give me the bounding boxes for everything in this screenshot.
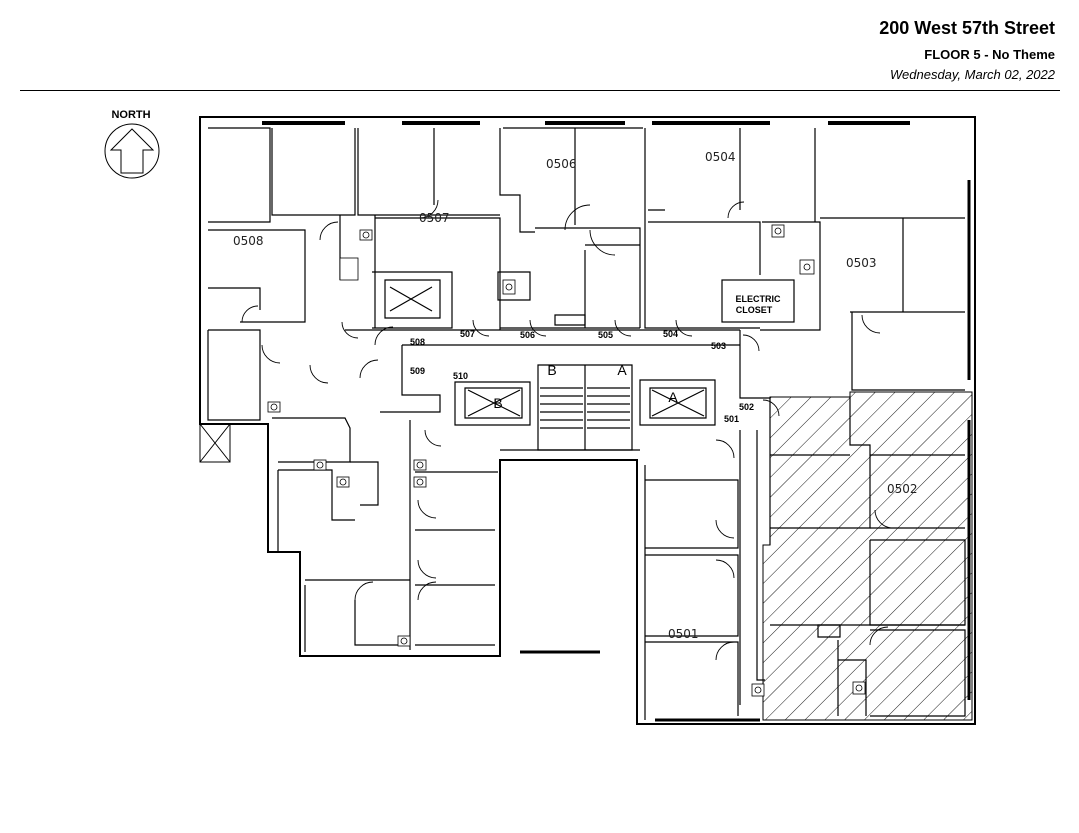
room-label-0506[interactable]: 0506 <box>546 157 577 171</box>
door-label-510: 510 <box>453 371 468 381</box>
north-compass-icon: NORTH <box>104 109 160 179</box>
door-label-506: 506 <box>520 330 535 340</box>
room-label-0501[interactable]: 0501 <box>668 627 699 641</box>
door-label-509: 509 <box>410 366 425 376</box>
elevator-b-label: B <box>493 395 502 411</box>
interior-walls <box>207 127 966 720</box>
shaft-icon <box>199 423 231 463</box>
door-label-508: 508 <box>410 337 425 347</box>
room-label-0504[interactable]: 0504 <box>705 150 736 164</box>
header-divider <box>20 90 1060 91</box>
door-label-505: 505 <box>598 330 613 340</box>
door-label-507: 507 <box>460 329 475 339</box>
door-label-501: 501 <box>724 414 739 424</box>
plan-date: Wednesday, March 02, 2022 <box>889 67 1055 82</box>
door-label-503: 503 <box>711 341 726 351</box>
suite-0502-highlight[interactable] <box>762 391 973 721</box>
room-label-0507[interactable]: 0507 <box>419 211 450 225</box>
electric-closet-label-2: CLOSET <box>736 305 773 315</box>
elevator-a-label: A <box>668 389 678 405</box>
plan-header: 200 West 57th Street FLOOR 5 - No Theme … <box>879 16 1055 84</box>
north-label: NORTH <box>111 109 150 121</box>
room-label-0508[interactable]: 0508 <box>233 234 264 248</box>
door-swings <box>241 199 894 661</box>
stair-a-label: A <box>617 362 627 378</box>
restroom-fixtures <box>267 224 866 697</box>
electric-closet-label-1: ELECTRIC <box>736 294 782 304</box>
electric-closet[interactable]: ELECTRIC CLOSET <box>721 279 795 323</box>
floor-subtitle: FLOOR 5 - No Theme <box>924 47 1055 62</box>
stair-b-label: B <box>547 362 556 378</box>
building-outline <box>199 116 976 725</box>
building-title: 200 West 57th Street <box>879 18 1055 38</box>
door-label-502: 502 <box>739 402 754 412</box>
room-label-0503[interactable]: 0503 <box>846 256 877 270</box>
room-label-0502[interactable]: 0502 <box>887 482 918 496</box>
door-label-504: 504 <box>663 329 678 339</box>
